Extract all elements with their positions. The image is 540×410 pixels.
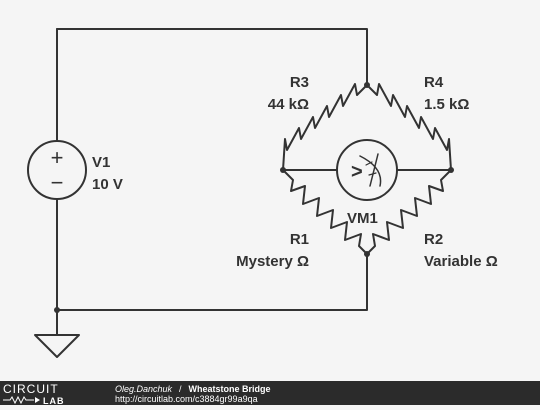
label-r4-name: R4 <box>424 74 444 91</box>
voltmeter-vm1 <box>336 139 398 201</box>
footer-url-link[interactable]: http://circuitlab.com/c3884gr99a9qa <box>115 394 258 404</box>
node-right <box>448 167 454 173</box>
label-r4-value: 1.5 kΩ <box>424 96 469 113</box>
wire-top <box>56 28 368 86</box>
ground-icon <box>34 334 80 358</box>
label-vm1-name: VM1 <box>347 210 378 227</box>
resistor-r1 <box>282 169 368 255</box>
footer-title[interactable]: Wheatstone Bridge <box>188 384 270 394</box>
label-r1-name: R1 <box>290 231 309 248</box>
voltmeter-dial-icon <box>359 155 382 187</box>
circuitlab-logo-bottom: LAB <box>43 396 65 405</box>
circuitlab-logo-top: CIRCUIT <box>3 382 59 396</box>
v1-minus-sign: − <box>51 170 64 195</box>
resistor-r2 <box>366 169 452 255</box>
node-ground <box>54 307 60 313</box>
footer-bar <box>0 381 540 405</box>
label-v1-value: 10 V <box>92 176 123 193</box>
label-r1-value: Mystery Ω <box>236 253 309 270</box>
v1-plus-sign: + <box>51 145 64 170</box>
footer-separator: / <box>177 384 185 394</box>
wire-bottom <box>56 253 368 311</box>
circuitlab-logo-resistor-icon <box>3 395 34 405</box>
resistor-r3 <box>282 83 368 171</box>
label-r3-name: R3 <box>290 74 309 91</box>
voltmeter-needle-icon <box>369 153 379 187</box>
node-bottom <box>364 251 370 257</box>
label-v1-name: V1 <box>92 154 110 171</box>
node-top <box>364 82 370 88</box>
label-r2-name: R2 <box>424 231 443 248</box>
circuitlab-logo-diode-icon <box>35 397 40 403</box>
label-r2-value: Variable Ω <box>424 253 498 270</box>
label-r3-value: 44 kΩ <box>268 96 309 113</box>
voltmeter-tick-icon <box>365 161 377 176</box>
resistor-r4 <box>366 83 452 171</box>
footer-author[interactable]: Oleg.Danchuk <box>115 384 173 394</box>
footer-credit: Oleg.Danchuk / Wheatstone Bridge <box>115 379 270 396</box>
voltage-source-v1 <box>27 140 87 200</box>
node-left <box>280 167 286 173</box>
vm1-symbol: > <box>351 161 363 183</box>
